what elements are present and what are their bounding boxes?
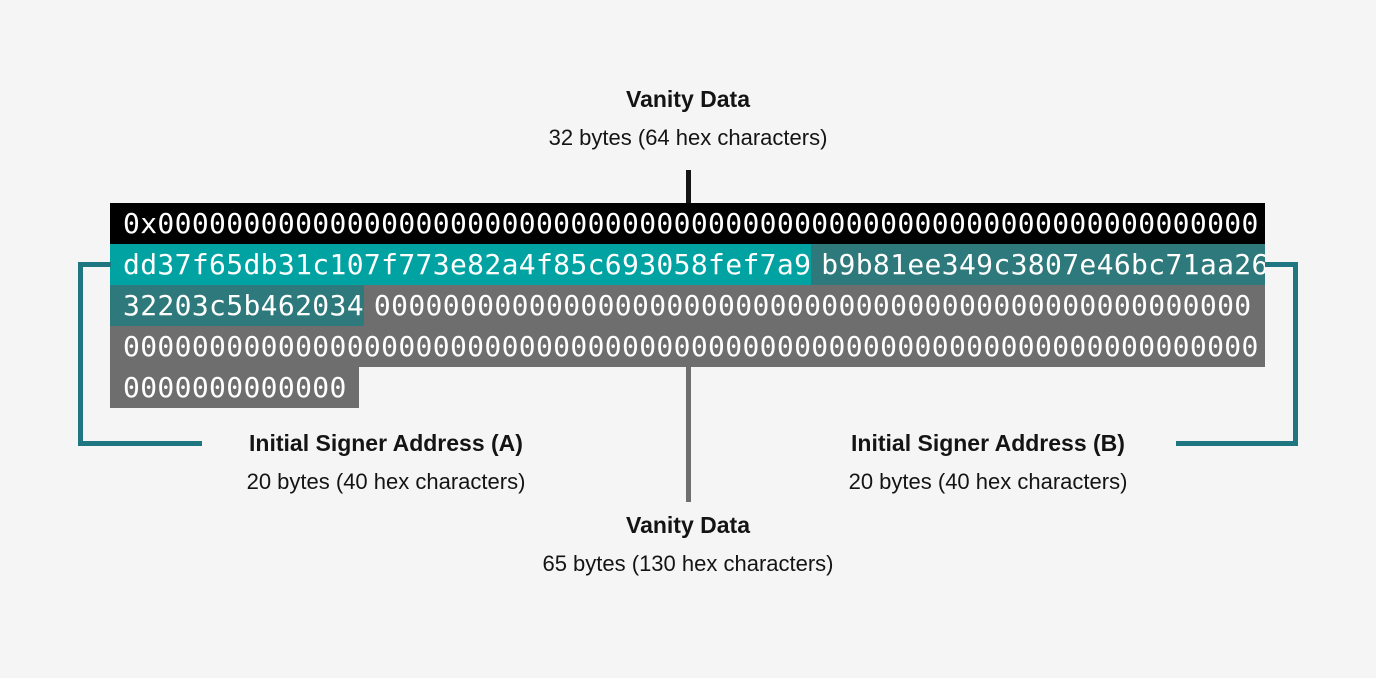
signer-b-bracket-bottom bbox=[1176, 441, 1298, 446]
vanity-zeros-segment-1: 0000000000000000000000000000000000000000… bbox=[363, 285, 1265, 326]
bottom-connector-line bbox=[686, 366, 691, 502]
vanity-zeros-segment-2: 0000000000000000000000000000000000000000… bbox=[110, 326, 1265, 367]
label-title: Initial Signer Address (A) bbox=[249, 430, 523, 456]
label-subtitle: 32 bytes (64 hex characters) bbox=[548, 125, 828, 150]
signer-a-bracket-vertical bbox=[78, 262, 83, 446]
signer-a-bracket-bottom bbox=[78, 441, 202, 446]
signer-b-segment-part1: b9b81ee349c3807e46bc71aa26 bbox=[811, 244, 1265, 285]
hex-row-signer-b-end: 32203c5b462034 0000000000000000000000000… bbox=[110, 285, 1265, 326]
hex-row-signers: dd37f65db31c107f773e82a4f85c693058fef7a9… bbox=[110, 244, 1265, 285]
label-subtitle: 20 bytes (40 hex characters) bbox=[246, 469, 526, 494]
hex-string-block: 0x00000000000000000000000000000000000000… bbox=[110, 203, 1265, 408]
vanity-data-32-label: Vanity Data 32 bytes (64 hex characters) bbox=[448, 84, 928, 153]
hex-row-prefix: 0x00000000000000000000000000000000000000… bbox=[110, 203, 1265, 244]
vanity-data-65-label: Vanity Data 65 bytes (130 hex characters… bbox=[448, 510, 928, 579]
label-subtitle: 65 bytes (130 hex characters) bbox=[542, 551, 834, 576]
label-subtitle: 20 bytes (40 hex characters) bbox=[848, 469, 1128, 494]
signer-a-label: Initial Signer Address (A) 20 bytes (40 … bbox=[146, 428, 626, 497]
vanity-zeros-segment-3: 0000000000000 bbox=[110, 367, 359, 408]
signer-b-segment-part2: 32203c5b462034 bbox=[110, 285, 364, 326]
top-connector-line bbox=[686, 170, 691, 203]
hex-row-vanity-tail: 0000000000000 bbox=[110, 367, 1265, 408]
hex-row-vanity-full: 0000000000000000000000000000000000000000… bbox=[110, 326, 1265, 367]
label-title: Vanity Data bbox=[626, 512, 750, 538]
signer-a-bracket-top bbox=[78, 262, 111, 267]
signer-b-bracket-top bbox=[1265, 262, 1298, 267]
signer-a-segment: dd37f65db31c107f773e82a4f85c693058fef7a9 bbox=[110, 244, 812, 285]
label-title: Initial Signer Address (B) bbox=[851, 430, 1125, 456]
label-title: Vanity Data bbox=[626, 86, 750, 112]
signer-b-label: Initial Signer Address (B) 20 bytes (40 … bbox=[748, 428, 1228, 497]
signer-b-bracket-vertical bbox=[1293, 262, 1298, 446]
prefix-vanity-segment: 0x00000000000000000000000000000000000000… bbox=[110, 203, 1265, 244]
